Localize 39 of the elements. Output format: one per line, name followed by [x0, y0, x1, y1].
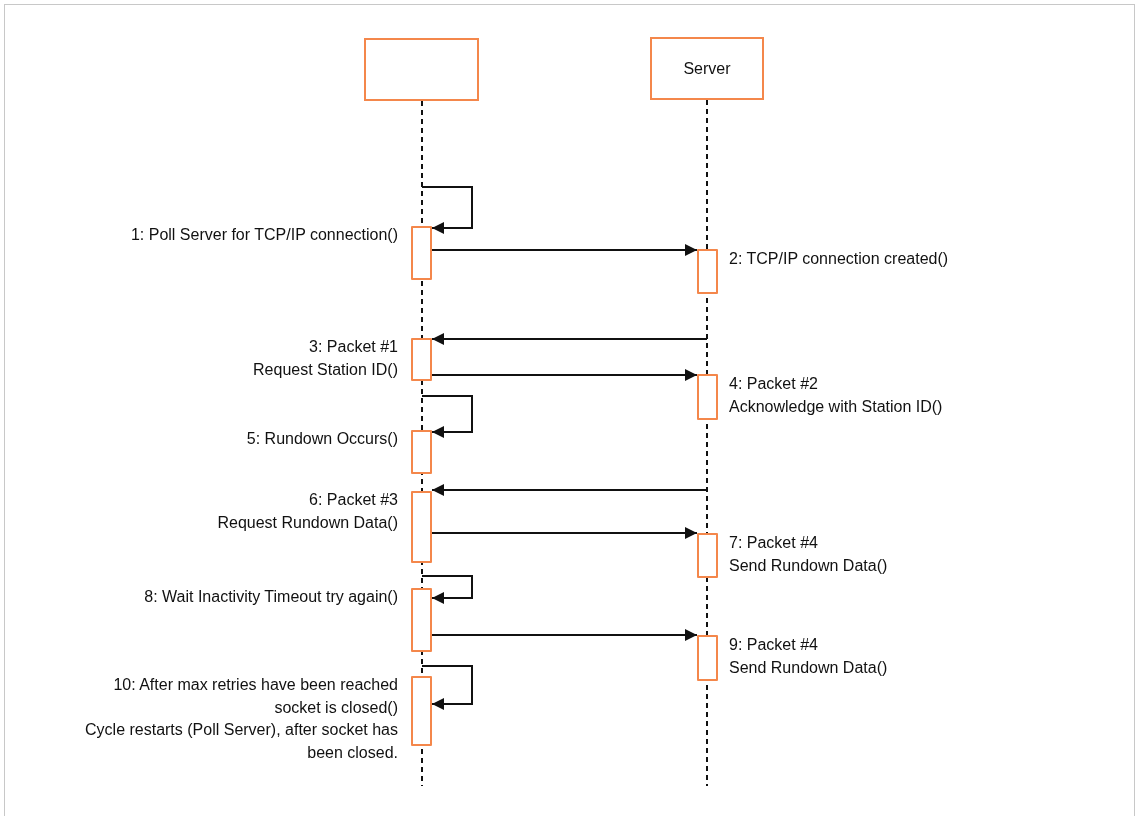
message-arrow	[431, 369, 698, 381]
message-label: 1: Poll Server for TCP/IP connection()	[130, 225, 398, 245]
message-label: 7: Packet #4	[729, 533, 818, 553]
activation-bar	[411, 226, 432, 280]
activation-bar	[411, 338, 432, 381]
message-arrow	[431, 527, 698, 539]
activation-bar	[697, 374, 718, 420]
message-label: 3: Packet #1	[309, 337, 398, 357]
message-label: Send Rundown Data()	[729, 657, 888, 678]
message-label: Acknowledge with Station ID()	[729, 396, 943, 417]
message-label: 10: After max retries have been reached socket is closed()	[112, 675, 398, 718]
lifeline-head-box	[650, 37, 764, 100]
activation-bar	[411, 588, 432, 652]
message-arrow	[431, 244, 698, 256]
activation-bar	[697, 533, 718, 578]
activation-bar	[697, 249, 718, 294]
message-label: Request Rundown Data()	[217, 512, 398, 533]
message-label: Send Rundown Data()	[729, 555, 888, 576]
message-arrow	[431, 484, 708, 496]
message-arrow	[421, 186, 473, 234]
message-label: Request Station ID()	[253, 359, 398, 380]
participant-label: Server	[683, 59, 731, 78]
activation-bar	[697, 635, 718, 681]
activation-bar	[411, 676, 432, 746]
message-label: 8: Wait Inactivity Timeout try again()	[144, 587, 398, 607]
activation-bar	[411, 491, 432, 563]
message-label: Cycle restarts (Poll Server), after socket has been closed.	[84, 720, 398, 763]
message-label: 2: TCP/IP connection created()	[729, 249, 949, 269]
message-arrow	[431, 333, 708, 345]
message-arrow	[421, 575, 473, 604]
activation-bar	[411, 430, 432, 474]
message-label: 5: Rundown Occurs()	[246, 429, 398, 449]
message-label: 4: Packet #2	[729, 374, 818, 394]
message-arrow	[421, 395, 473, 438]
message-arrow	[431, 629, 698, 641]
message-label: 9: Packet #4	[729, 635, 818, 655]
message-arrow	[421, 665, 473, 710]
lifeline-head-box	[364, 38, 479, 101]
message-label: 6: Packet #3	[309, 490, 398, 510]
